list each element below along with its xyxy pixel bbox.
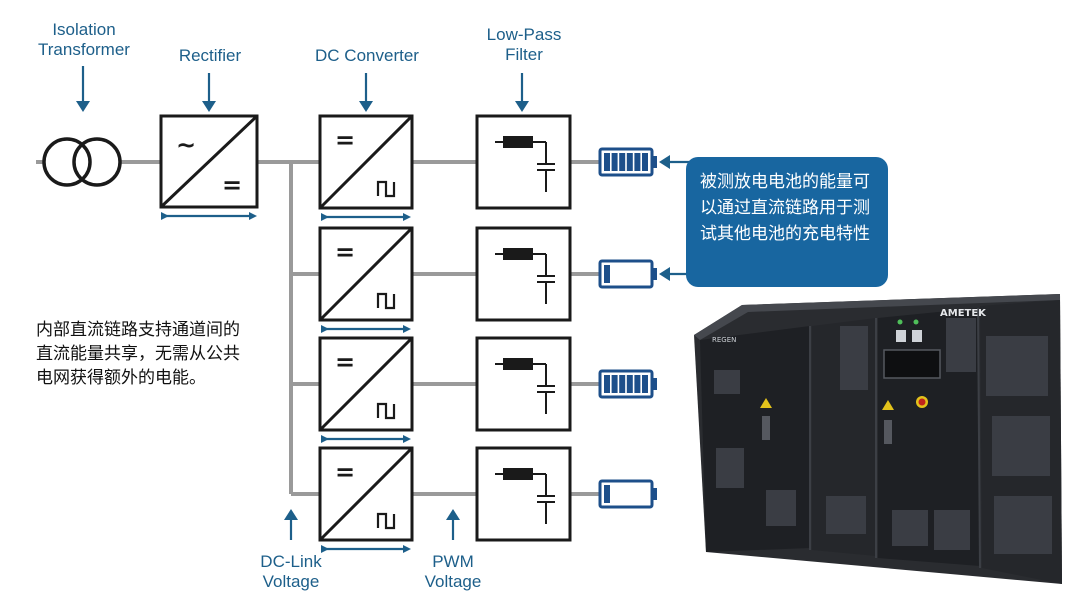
filter-column [475, 114, 572, 542]
low-pass-filter-block-1 [475, 114, 572, 210]
low-pass-filter-line-1: Low-Pass [486, 25, 562, 44]
dc-converter-symbol-3: = [335, 348, 355, 376]
dc-converter-symbol-4: = [335, 458, 355, 486]
low-pass-filter-block-3 [475, 336, 572, 432]
dc-converter-symbol-2: = [335, 238, 355, 266]
transformer-icon [42, 137, 122, 187]
isolation-transformer-line-2: Transformer [38, 40, 130, 59]
dc-link-voltage-line-2: Voltage [262, 572, 320, 591]
dc-converter-block-3: = [318, 336, 414, 443]
low-pass-filter-block-4 [475, 446, 572, 542]
pwm-voltage-line-2: Voltage [424, 572, 482, 591]
rectifier-dc-symbol: = [222, 171, 242, 199]
inductor-icon [503, 358, 533, 370]
dc-link-voltage-label: DC-Link Voltage [242, 552, 340, 592]
pwm-voltage-line-1: PWM [432, 552, 474, 571]
battery-full-icon [598, 147, 657, 177]
dc-converter-block-1: = [318, 114, 414, 221]
pwm-wave-icon [376, 512, 396, 530]
rectifier-label: Rectifier [178, 46, 242, 65]
pwm-wave-icon [376, 292, 396, 310]
dc-converter-symbol-1: = [335, 126, 355, 154]
dc-link-voltage-line-1: DC-Link [260, 552, 322, 571]
cabinet-brand-label: AMETEK [940, 308, 987, 319]
battery-low-icon [598, 259, 657, 289]
pwm-voltage-label: PWM Voltage [404, 552, 502, 592]
isolation-transformer-line-1: Isolation [52, 20, 116, 39]
cabinet-model-label: REGEN [712, 336, 736, 344]
dc-converter-column: = = = = [318, 114, 414, 553]
dc-converter-block-2: = [318, 226, 414, 333]
low-pass-filter-label: Low-Pass Filter [472, 25, 576, 65]
rectifier-ac-symbol: ~ [176, 131, 196, 159]
energy-callout-text: 被测放电电池的能量可以通过直流链路用于测试其他电池的充电特性 [700, 172, 870, 244]
test-system-cabinet: REGEN AMETEK [694, 294, 1062, 584]
pwm-wave-icon [376, 402, 396, 420]
dc-link-note: 内部直流链路支持通道间的直流能量共享，无需从公共电网获得额外的电能。 [36, 320, 240, 388]
dc-converter-block-4: = [318, 446, 414, 553]
rectifier-block: ~ = [159, 114, 259, 220]
dc-converter-label: DC Converter [315, 46, 419, 65]
inductor-icon [503, 248, 533, 260]
isolation-transformer-label: Isolation Transformer [32, 20, 136, 60]
inductor-icon [503, 136, 533, 148]
low-pass-filter-block-2 [475, 226, 572, 322]
battery-low-icon [598, 479, 657, 509]
energy-callout: 被测放电电池的能量可以通过直流链路用于测试其他电池的充电特性 [686, 157, 888, 287]
low-pass-filter-line-2: Filter [505, 45, 543, 64]
battery-column [598, 147, 657, 509]
pwm-wave-icon [376, 180, 396, 198]
battery-full-icon [598, 369, 657, 399]
inductor-icon [503, 468, 533, 480]
